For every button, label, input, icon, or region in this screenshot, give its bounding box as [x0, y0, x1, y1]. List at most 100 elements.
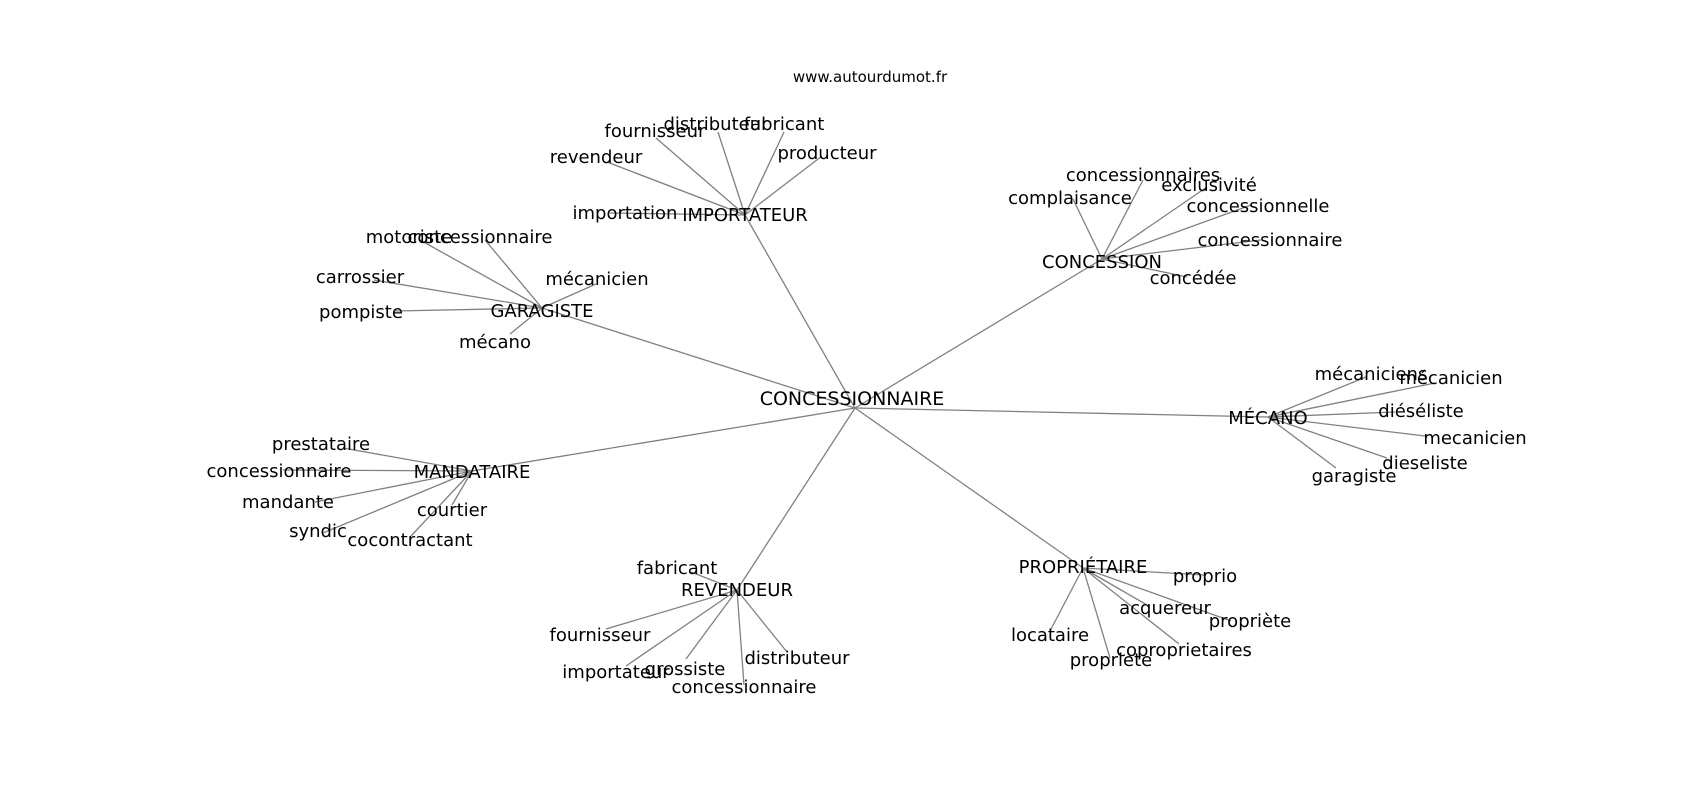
leaf-word-importateur-fournisseur[interactable]: fournisseur: [605, 121, 706, 142]
leaf-word-concession-concedee[interactable]: concédée: [1150, 268, 1237, 289]
leaf-word-revendeur-importateur[interactable]: importateur: [562, 662, 670, 683]
edge-center-mecano: [854, 407, 1269, 418]
edge-concession-concedee: [1101, 258, 1188, 278]
edge-proprietaire-acquereur: [1082, 567, 1148, 606]
edge-center-proprietaire: [854, 407, 1084, 569]
edge-concession-concessionnaire: [1101, 239, 1262, 260]
edge-garagiste-concessionnaire: [484, 239, 543, 309]
cluster-word-proprietaire[interactable]: PROPRIÉTAIRE: [1019, 556, 1148, 578]
leaf-word-mandataire-concessionnaire[interactable]: concessionnaire: [207, 461, 352, 482]
leaf-word-mandataire-prestataire[interactable]: prestataire: [272, 434, 370, 455]
leaf-word-importateur-fabricant[interactable]: fabricant: [744, 114, 825, 135]
leaf-word-revendeur-fournisseur[interactable]: fournisseur: [550, 625, 651, 646]
site-watermark: www.autourdumot.fr: [793, 68, 948, 86]
edge-proprietaire-coproprietaires: [1082, 567, 1180, 645]
leaf-word-mecano-mecanicien[interactable]: mécanicien: [1399, 368, 1502, 389]
cluster-word-mandataire[interactable]: MANDATAIRE: [414, 462, 531, 483]
leaf-word-concession-concessionnaires[interactable]: concessionnaires: [1066, 165, 1220, 186]
leaf-word-mecano-garagiste[interactable]: garagiste: [1312, 466, 1397, 487]
leaf-word-concession-concessionnelle[interactable]: concessionnelle: [1186, 196, 1329, 217]
edge-concession-concessionnaires: [1101, 179, 1144, 260]
edge-mecano-dieseliste: [1267, 411, 1396, 418]
edge-center-garagiste: [541, 307, 856, 409]
leaf-word-proprietaire-coproprietaires[interactable]: coproprietaires: [1116, 640, 1252, 661]
edge-importateur-producteur: [744, 155, 823, 216]
edge-proprietaire-propriete: [1082, 567, 1111, 659]
edge-revendeur-concessionnaire: [736, 589, 745, 686]
edge-center-mandataire: [471, 407, 856, 472]
edge-revendeur-distributeur: [736, 589, 788, 653]
leaf-word-garagiste-concessionnaire[interactable]: concessionnaire: [408, 227, 553, 248]
leaf-word-mecano-dieseliste[interactable]: dieseliste: [1382, 453, 1467, 474]
edge-concession-exclusivite: [1101, 186, 1208, 260]
edge-center-revendeur: [736, 407, 856, 591]
leaf-word-concession-exclusivite[interactable]: exclusivité: [1161, 175, 1257, 196]
leaf-word-revendeur-distributeur[interactable]: distributeur: [744, 648, 850, 669]
edge-garagiste-pompiste: [394, 307, 543, 312]
edge-mecano-garagiste: [1267, 416, 1337, 469]
edge-garagiste-carrossier: [373, 279, 543, 309]
leaf-word-mandataire-cocontractant[interactable]: cocontractant: [347, 530, 472, 551]
edge-proprietaire-proprio: [1082, 567, 1205, 576]
cluster-word-revendeur[interactable]: REVENDEUR: [681, 580, 793, 601]
leaf-word-garagiste-motoriste[interactable]: motoriste: [366, 227, 453, 248]
cluster-word-importateur[interactable]: IMPORTATEUR: [682, 205, 808, 226]
cluster-layer: fournisseurdistributeurfabricantproducte…: [207, 114, 1527, 698]
edge-layer: [282, 131, 1436, 686]
leaf-word-concession-complaisance[interactable]: complaisance: [1008, 188, 1132, 209]
cluster-word-garagiste[interactable]: GARAGISTE: [490, 301, 593, 322]
leaf-word-mandataire-syndic[interactable]: syndic: [289, 521, 347, 542]
edge-proprietaire-propriete: [1082, 567, 1232, 622]
cluster-mandataire: prestataire concessionnaire mandante courti…: [207, 434, 531, 551]
leaf-word-garagiste-pompiste[interactable]: pompiste: [319, 302, 403, 323]
leaf-word-mandataire-courtier[interactable]: courtier: [417, 500, 488, 521]
edge-mandataire-cocontractant: [410, 470, 473, 537]
leaf-word-garagiste-mecano[interactable]: mécano: [459, 332, 531, 353]
cluster-word-mecano[interactable]: MÉCANO: [1228, 407, 1307, 429]
cluster-word-concession[interactable]: CONCESSION: [1042, 252, 1162, 273]
leaf-word-mecano-dieseliste[interactable]: diéséliste: [1378, 401, 1463, 422]
edge-center-importateur: [744, 214, 856, 409]
leaf-word-garagiste-carrossier[interactable]: carrossier: [316, 267, 405, 288]
edge-revendeur-importateur: [625, 589, 738, 667]
leaf-word-proprietaire-proprio[interactable]: proprio: [1173, 566, 1237, 587]
edge-center-concession: [854, 258, 1103, 409]
edge-mandataire-syndic: [322, 470, 473, 534]
edge-proprietaire-locataire: [1049, 567, 1084, 632]
edge-mandataire-concessionnaire: [282, 469, 473, 472]
leaf-word-garagiste-mecanicien[interactable]: mécanicien: [545, 269, 648, 290]
leaf-word-importateur-importation[interactable]: importation: [573, 203, 678, 224]
leaf-word-revendeur-fabricant[interactable]: fabricant: [637, 558, 718, 579]
leaf-word-concession-concessionnaire[interactable]: concessionnaire: [1198, 230, 1343, 251]
center-word: CONCESSIONNAIRE: [760, 388, 945, 410]
edge-mecano-mecanicien: [1267, 416, 1426, 437]
leaf-word-mecano-mecanicien[interactable]: mecanicien: [1423, 428, 1526, 449]
leaf-word-revendeur-concessionnaire[interactable]: concessionnaire: [672, 677, 817, 698]
leaf-word-importateur-revendeur[interactable]: revendeur: [550, 147, 643, 168]
leaf-word-importateur-producteur[interactable]: producteur: [777, 143, 877, 164]
edge-importateur-revendeur: [606, 161, 746, 216]
leaf-word-revendeur-grossiste[interactable]: grossiste: [645, 659, 726, 680]
edge-garagiste-mecanicien: [541, 283, 597, 309]
leaf-word-proprietaire-propriete[interactable]: propriete: [1070, 650, 1152, 671]
leaf-word-proprietaire-locataire[interactable]: locataire: [1011, 625, 1089, 646]
edge-concession-complaisance: [1072, 198, 1103, 260]
edge-concession-concessionnelle: [1101, 204, 1252, 260]
edge-mecano-mecanicien: [1267, 382, 1436, 418]
edge-mecano-dieseliste: [1267, 416, 1388, 459]
edge-revendeur-grossiste: [685, 589, 738, 660]
leaf-word-importateur-distributeur[interactable]: distributeur: [663, 114, 769, 135]
edge-mandataire-prestataire: [342, 447, 473, 472]
leaf-word-proprietaire-propriete[interactable]: propriète: [1209, 611, 1291, 632]
leaf-word-mecano-mecaniciens[interactable]: mécaniciens: [1315, 364, 1428, 385]
leaf-word-mandataire-mandante[interactable]: mandante: [242, 492, 334, 513]
edge-mandataire-mandante: [314, 470, 473, 503]
edge-revendeur-fabricant: [690, 571, 738, 591]
leaf-word-proprietaire-acquereur[interactable]: acquereur: [1119, 598, 1211, 619]
edge-importateur-distributeur: [717, 131, 746, 216]
